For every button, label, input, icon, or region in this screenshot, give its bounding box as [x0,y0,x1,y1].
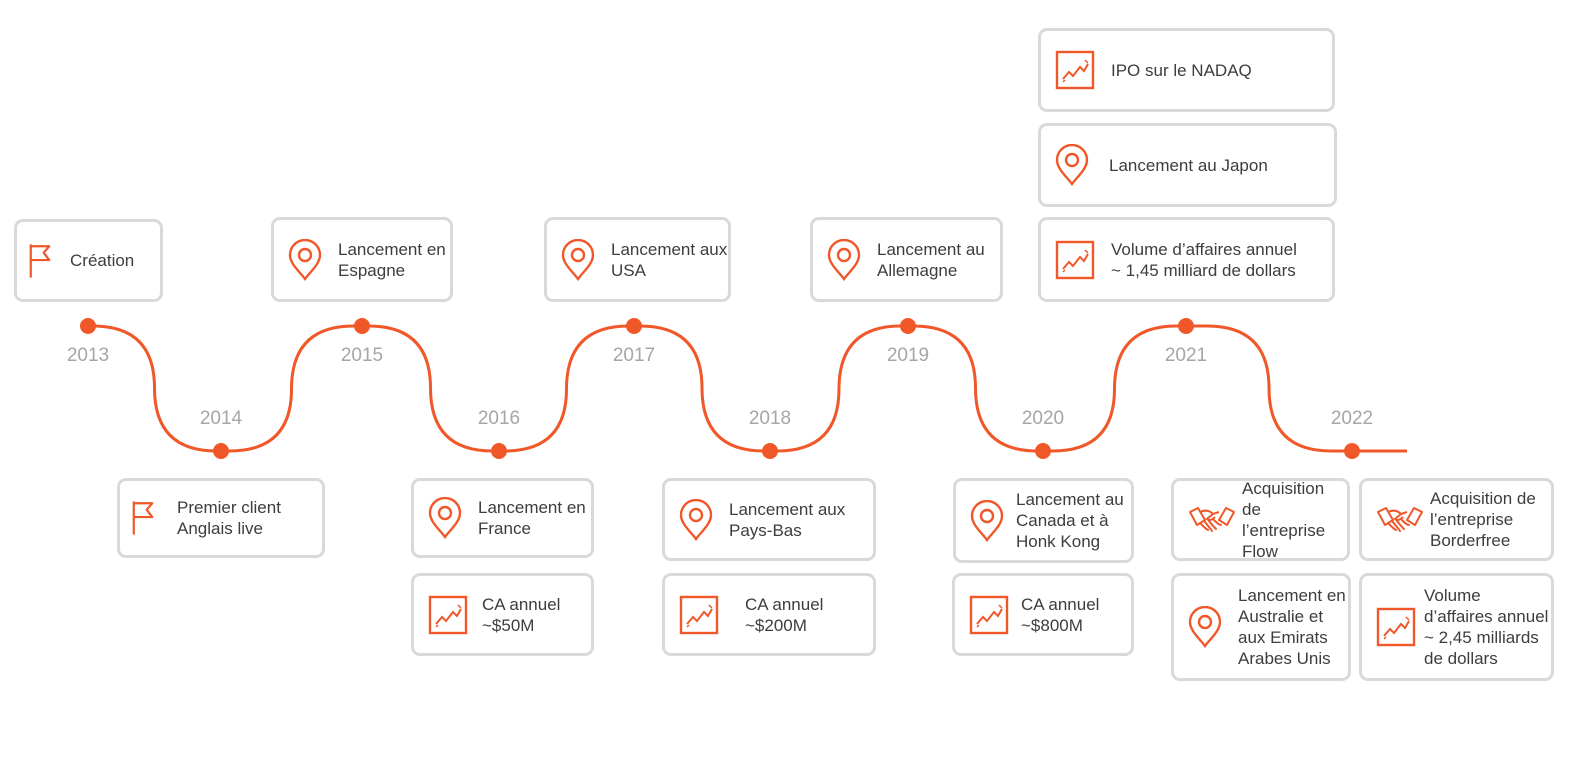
milestone-label: Lancement aux USA [611,239,728,280]
map-pin-icon [970,499,1004,542]
timeline-line [88,324,1407,453]
trend-chart-icon [679,595,719,635]
timeline-dot-2018 [762,443,778,459]
milestone-label: IPO sur le NADAQ [1111,60,1252,80]
year-label-2013: 2013 [66,345,110,366]
timeline-dot-2013 [80,318,96,334]
trend-chart-icon [1376,607,1416,647]
milestone-label: Acquisition de l’entreprise Flow [1242,478,1326,561]
map-pin-icon [1055,144,1089,186]
milestone-card-australie: Lancement en Australie et aux Emirats Ar… [1171,573,1351,681]
timeline-dot-2017 [626,318,642,334]
year-label-2022: 2022 [1330,408,1374,429]
map-pin-icon [288,238,322,281]
milestone-card-flow: Acquisition de l’entreprise Flow [1171,478,1350,561]
year-label-2021: 2021 [1164,345,1208,366]
milestone-label: Volume d’affaires annuel ~ 1,45 milliard… [1111,239,1297,280]
year-label-2018: 2018 [748,408,792,429]
milestone-card-ca-50m: CA annuel ~$50M [411,573,594,656]
milestone-label: Lancement au Japon [1109,155,1268,175]
milestone-card-ca-800m: CA annuel ~$800M [952,573,1134,656]
timeline-dot-2021 [1178,318,1194,334]
milestone-label: Premier client Anglais live [177,498,281,538]
milestone-label: Acquisition de l’entreprise Borderfree [1430,489,1536,550]
trend-chart-icon [1055,50,1095,90]
timeline-dot-2014 [213,443,229,459]
map-pin-icon [1188,606,1222,648]
timeline-dot-2016 [491,443,507,459]
milestone-label: CA annuel ~$200M [745,594,824,635]
timeline-dot-2022 [1344,443,1360,459]
timeline-dot-2019 [900,318,916,334]
year-label-2014: 2014 [199,408,243,429]
milestone-card-allemagne: Lancement au Allemagne [810,217,1003,302]
trend-chart-icon [969,595,1009,635]
map-pin-icon [827,238,861,281]
milestone-label: Lancement en France [478,498,586,538]
milestone-label: Lancement au Canada et à Honk Kong [1016,490,1124,551]
milestone-card-pays-bas: Lancement aux Pays-Bas [662,478,876,561]
map-pin-icon [679,498,713,541]
handshake-icon [1376,503,1424,537]
milestone-card-volume-1-45: Volume d’affaires annuel ~ 1,45 milliard… [1038,217,1335,302]
flag-icon [28,242,52,280]
timeline-dot-2020 [1035,443,1051,459]
milestone-card-premier-client: Premier client Anglais live [117,478,325,558]
milestone-card-japon: Lancement au Japon [1038,123,1337,207]
year-label-2015: 2015 [340,345,384,366]
year-label-2019: 2019 [886,345,930,366]
trend-chart-icon [1055,240,1095,280]
milestone-card-volume-2-45: Volume d’affaires annuel ~ 2,45 milliard… [1359,573,1554,681]
milestone-card-creation: Création [14,219,163,302]
map-pin-icon [428,497,462,539]
milestone-label: CA annuel ~$50M [482,594,561,635]
milestone-card-france: Lancement en France [411,478,594,558]
milestone-card-ipo: IPO sur le NADAQ [1038,28,1335,112]
year-label-2017: 2017 [612,345,656,366]
milestone-card-ca-200m: CA annuel ~$200M [662,573,876,656]
flag-icon [131,499,155,537]
milestone-card-espagne: Lancement en Espagne [271,217,453,302]
milestone-label: Création [70,251,135,270]
map-pin-icon [561,238,595,281]
milestone-label: Lancement en Australie et aux Emirats Ar… [1238,586,1346,668]
milestone-label: Volume d’affaires annuel ~ 2,45 milliard… [1424,586,1549,668]
milestone-card-usa: Lancement aux USA [544,217,731,302]
milestone-label: Lancement aux Pays-Bas [729,499,846,540]
milestone-label: CA annuel ~$800M [1021,594,1100,635]
milestone-label: Lancement au Allemagne [877,239,985,280]
handshake-icon [1188,503,1236,537]
milestone-card-canada: Lancement au Canada et à Honk Kong [953,478,1134,563]
trend-chart-icon [428,595,468,635]
year-label-2020: 2020 [1021,408,1065,429]
milestone-label: Lancement en Espagne [338,239,446,280]
milestone-card-borderfree: Acquisition de l’entreprise Borderfree [1359,478,1554,561]
year-label-2016: 2016 [477,408,521,429]
timeline-dot-2015 [354,318,370,334]
